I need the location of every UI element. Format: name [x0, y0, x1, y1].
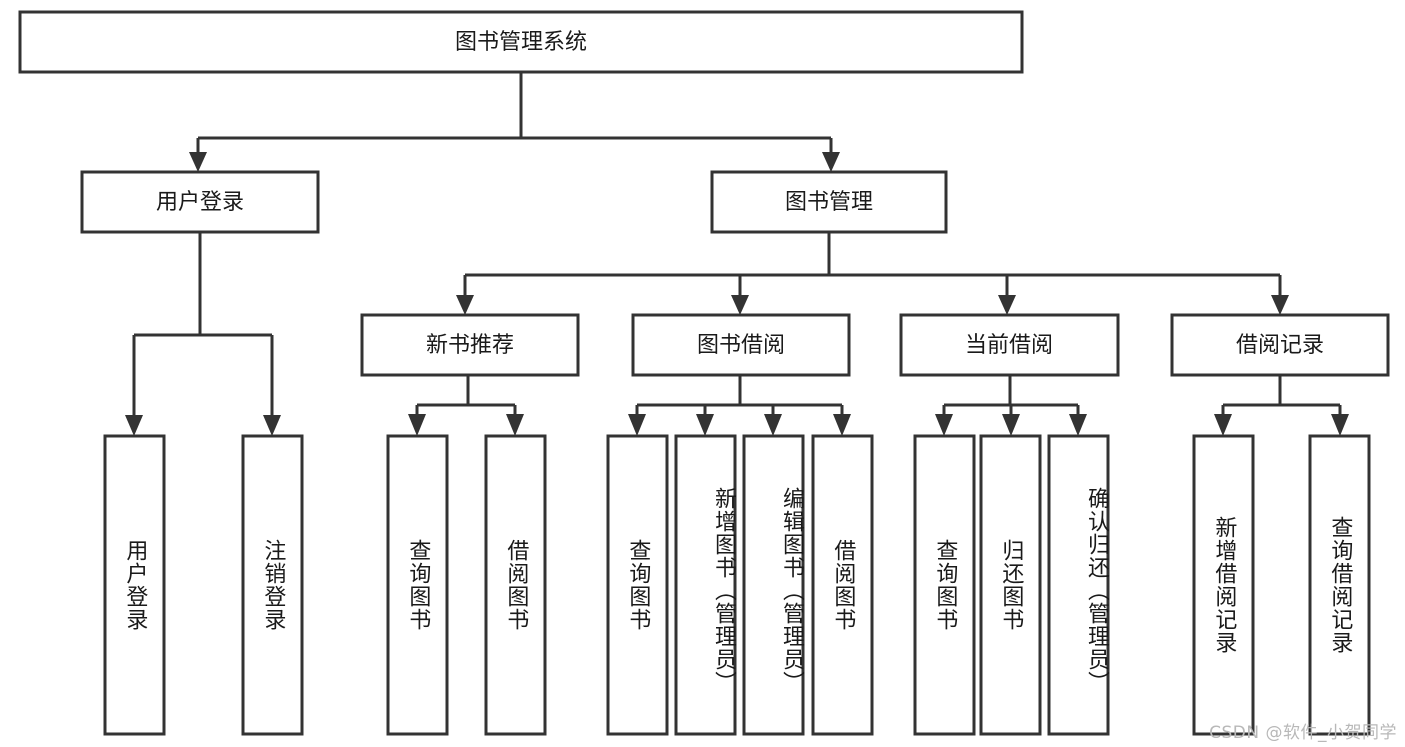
- arrow-head-icon: [189, 152, 207, 172]
- arrow-head-icon: [935, 414, 953, 436]
- node-label-book-borrow: 图书借阅: [697, 333, 785, 358]
- node-current-borrow[interactable]: 当前借阅: [899, 313, 1120, 377]
- node-root[interactable]: 图书管理系统: [18, 10, 1024, 74]
- arrow-head-icon: [696, 414, 714, 436]
- node-box-book-manage[interactable]: [710, 170, 948, 234]
- node-box-leaf-query-book-1[interactable]: [386, 434, 449, 736]
- connector-group-root: [189, 72, 840, 172]
- node-box-leaf-borrow-book-2[interactable]: [811, 434, 874, 736]
- arrow-head-icon: [456, 295, 474, 315]
- node-box-leaf-borrow-book-1[interactable]: [484, 434, 547, 736]
- node-box-borrow-record[interactable]: [1170, 313, 1390, 377]
- node-new-book-rec[interactable]: 新书推荐: [360, 313, 580, 377]
- arrow-head-icon: [731, 295, 749, 315]
- connector-group-new-book-rec: [408, 375, 524, 436]
- node-box-new-book-rec[interactable]: [360, 313, 580, 377]
- arrow-head-icon: [263, 415, 281, 436]
- node-box-current-borrow[interactable]: [899, 313, 1120, 377]
- connector-group-borrow-record: [1214, 375, 1349, 436]
- arrow-head-icon: [1271, 295, 1289, 315]
- arrow-head-icon: [1214, 414, 1232, 436]
- leaf-boxes: [103, 434, 1371, 736]
- node-label-borrow-record: 借阅记录: [1236, 333, 1324, 358]
- arrow-head-icon: [764, 414, 782, 436]
- node-box-leaf-add-record[interactable]: [1192, 434, 1255, 736]
- node-box-leaf-add-book[interactable]: [674, 434, 737, 736]
- watermark-text: CSDN @软件_小贺同学: [1209, 723, 1397, 743]
- arrow-head-icon: [833, 414, 851, 436]
- node-box-book-borrow[interactable]: [631, 313, 851, 377]
- node-box-leaf-user-login[interactable]: [103, 434, 166, 736]
- arrow-head-icon: [1331, 414, 1349, 436]
- node-box-leaf-query-book-2[interactable]: [606, 434, 669, 736]
- arrow-head-icon: [125, 415, 143, 436]
- node-label-book-manage: 图书管理: [785, 190, 873, 215]
- node-user-login[interactable]: 用户登录: [80, 170, 320, 234]
- node-label-user-login: 用户登录: [156, 190, 244, 215]
- arrow-head-icon: [1002, 414, 1020, 436]
- arrow-head-icon: [998, 295, 1016, 315]
- node-box-leaf-query-book-3[interactable]: [913, 434, 976, 736]
- node-box-leaf-edit-book[interactable]: [742, 434, 805, 736]
- connector-group-current-borrow: [935, 375, 1087, 436]
- connector-group-book-borrow: [628, 375, 851, 436]
- node-box-user-login[interactable]: [80, 170, 320, 234]
- node-box-leaf-return-book[interactable]: [979, 434, 1042, 736]
- arrow-head-icon: [822, 152, 840, 172]
- node-label-current-borrow: 当前借阅: [965, 333, 1053, 358]
- arrow-head-icon: [1069, 414, 1087, 436]
- node-box-leaf-logout[interactable]: [241, 434, 304, 736]
- node-borrow-record[interactable]: 借阅记录: [1170, 313, 1390, 377]
- connector-group-book-manage: [456, 232, 1289, 315]
- node-book-borrow[interactable]: 图书借阅: [631, 313, 851, 377]
- node-box-leaf-confirm-return[interactable]: [1047, 434, 1110, 736]
- node-label-root: 图书管理系统: [455, 30, 587, 55]
- arrow-head-icon: [408, 414, 426, 436]
- connector-group-user-login: [125, 232, 281, 436]
- node-label-new-book-rec: 新书推荐: [426, 333, 514, 358]
- node-box-leaf-query-record[interactable]: [1308, 434, 1371, 736]
- node-box-root[interactable]: [18, 10, 1024, 74]
- node-book-manage[interactable]: 图书管理: [710, 170, 948, 234]
- arrow-head-icon: [506, 414, 524, 436]
- arrow-head-icon: [628, 414, 646, 436]
